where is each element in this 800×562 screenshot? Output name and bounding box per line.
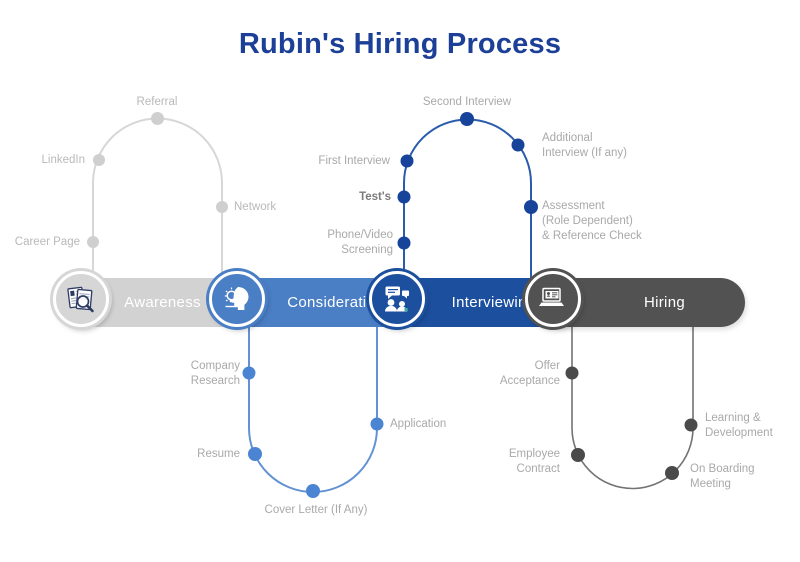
idea-head-icon (224, 287, 249, 310)
stage-label-hiring: Hiring (644, 294, 685, 311)
dot-cover-letter (306, 484, 320, 498)
dot-linkedin (93, 154, 105, 166)
dot-offer-acceptance (565, 366, 579, 380)
dot-phone-video-screening (397, 236, 411, 250)
consideration-stage-circle (209, 271, 265, 327)
dot-career-page (87, 236, 99, 248)
consideration-arc (248, 327, 378, 493)
step-network: Network (234, 201, 277, 213)
dot-first-interview (400, 154, 414, 168)
dot-additional-interview (511, 138, 525, 152)
dot-application (370, 417, 384, 431)
step-cover-letter: Cover Letter (If Any) (264, 504, 368, 516)
stage-label-consideration: Consideration (287, 294, 384, 311)
awareness-stage-circle (53, 271, 109, 327)
laptop-id-icon (539, 287, 564, 306)
dot-tests (397, 190, 411, 204)
hiring-arc (571, 327, 694, 490)
dot-employee-contract (571, 448, 585, 462)
step-learning-development: Learning & Development (705, 412, 773, 439)
step-phone-video-screening: Phone/Video Screening (327, 229, 393, 256)
consideration-dots (242, 366, 384, 498)
step-career-page: Career Page (14, 236, 80, 248)
step-employee-contract: Employee Contract (508, 448, 560, 475)
page-title: Rubin's Hiring Process (238, 28, 562, 60)
step-assessment: Assessment (Role Dependent) & Reference … (542, 200, 642, 242)
step-company-research: Company Research (190, 360, 240, 387)
resume-search-icon (67, 286, 94, 313)
stage-label-awareness: Awareness (124, 294, 201, 311)
step-onboarding-meeting: On Boarding Meeting (690, 463, 755, 490)
step-linkedin: LinkedIn (41, 154, 85, 166)
dot-second-interview (460, 112, 474, 126)
step-second-interview: Second Interview (422, 96, 512, 108)
stage-label-interviewing: Interviewing (451, 294, 536, 311)
interviewing-dots (397, 112, 538, 250)
step-first-interview: First Interview (318, 155, 390, 167)
dot-assessment (524, 200, 538, 214)
interviewing-stage-circle (369, 271, 425, 327)
dot-learning-development (684, 418, 698, 432)
step-additional-interview: Additional Interview (If any) (542, 132, 627, 159)
step-offer-acceptance: Offer Acceptance (499, 360, 560, 387)
interview-chat-icon (385, 286, 409, 312)
step-application: Application (390, 418, 447, 430)
band-segment-hiring: Hiring (556, 278, 745, 327)
step-tests: Test's (359, 191, 391, 203)
dot-network (216, 201, 228, 213)
dot-resume (248, 447, 262, 461)
dot-onboarding-meeting (665, 466, 679, 480)
step-resume: Resume (197, 448, 240, 460)
awareness-arc (92, 117, 223, 278)
hiring-dots (565, 366, 698, 480)
band-segment-interviewing: Interviewing (403, 278, 556, 327)
dot-referral (151, 112, 164, 125)
awareness-dots (87, 112, 228, 248)
step-referral: Referral (136, 96, 178, 108)
dot-company-research (242, 366, 256, 380)
hiring-stage-circle (525, 271, 581, 327)
